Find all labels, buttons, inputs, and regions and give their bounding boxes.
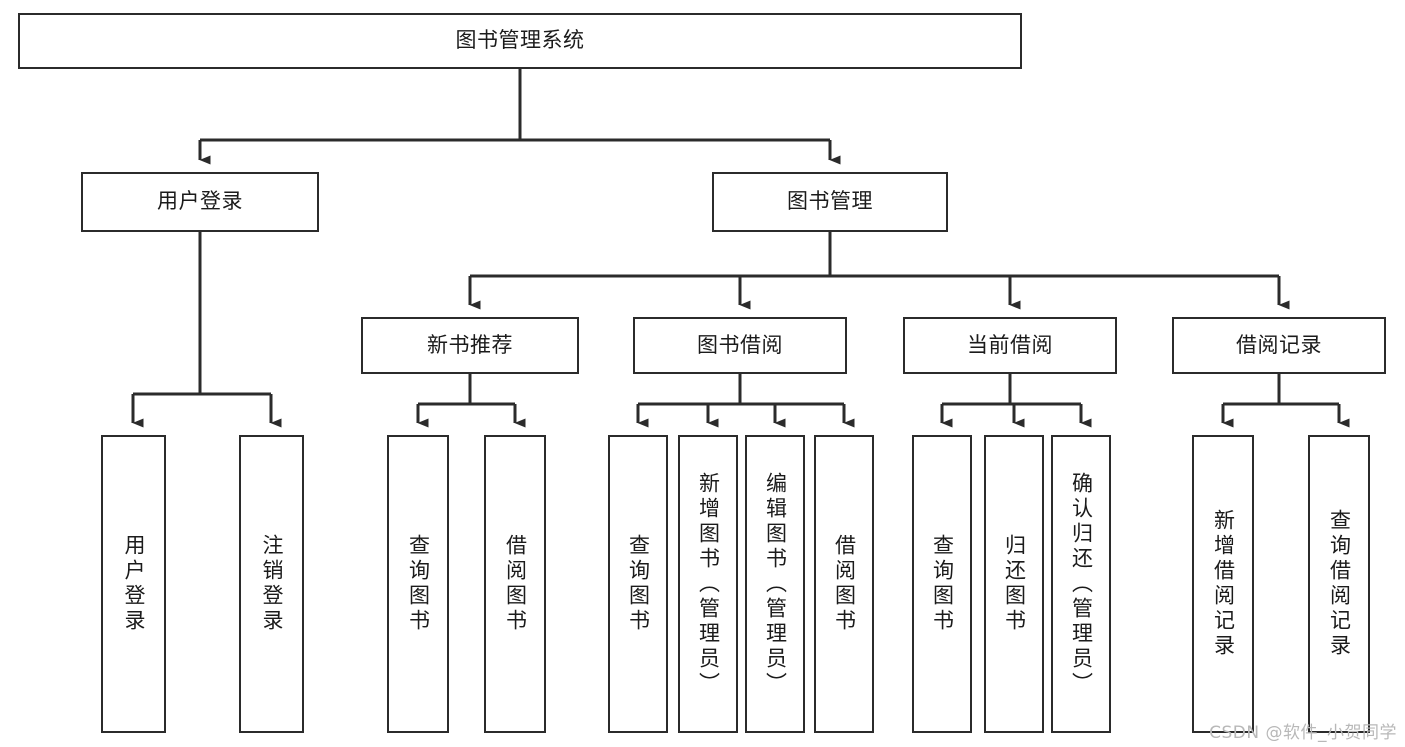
node-leaf-edit-book-label: 编辑图书（管理员）: [763, 471, 788, 697]
node-book-manage[interactable]: 图书管理: [712, 172, 948, 232]
node-leaf-user-login-label: 用户登录: [122, 534, 146, 634]
node-leaf-add-record-label: 新增借阅记录: [1211, 509, 1236, 659]
node-borrow-record-label: 借阅记录: [1236, 332, 1322, 357]
node-book-manage-label: 图书管理: [787, 189, 873, 214]
node-leaf-query-book-3[interactable]: 查询图书: [912, 435, 972, 733]
node-leaf-query-book-1[interactable]: 查询图书: [387, 435, 449, 733]
node-book-borrow-label: 图书借阅: [697, 332, 783, 357]
node-leaf-return-book-label: 归还图书: [1002, 534, 1027, 634]
node-book-borrow[interactable]: 图书借阅: [633, 317, 847, 374]
node-root-label: 图书管理系统: [455, 28, 585, 53]
node-user-login[interactable]: 用户登录: [81, 172, 319, 232]
node-leaf-logout-label: 注销登录: [260, 534, 284, 634]
node-leaf-query-book-2[interactable]: 查询图书: [608, 435, 668, 733]
node-leaf-user-login[interactable]: 用户登录: [101, 435, 166, 733]
node-leaf-edit-book[interactable]: 编辑图书（管理员）: [745, 435, 805, 733]
node-leaf-confirm-return[interactable]: 确认归还（管理员）: [1051, 435, 1111, 733]
node-leaf-add-book[interactable]: 新增图书（管理员）: [678, 435, 738, 733]
node-root[interactable]: 图书管理系统: [18, 13, 1022, 69]
csdn-watermark: CSDN @软件_小贺同学: [1209, 723, 1397, 743]
node-leaf-return-book[interactable]: 归还图书: [984, 435, 1044, 733]
node-leaf-add-book-label: 新增图书（管理员）: [696, 471, 721, 697]
node-leaf-logout[interactable]: 注销登录: [239, 435, 304, 733]
node-user-login-label: 用户登录: [157, 189, 243, 214]
node-leaf-borrow-book-2-label: 借阅图书: [832, 534, 857, 634]
node-current-borrow[interactable]: 当前借阅: [903, 317, 1117, 374]
node-leaf-borrow-book-1[interactable]: 借阅图书: [484, 435, 546, 733]
node-leaf-query-book-3-label: 查询图书: [930, 534, 955, 634]
node-borrow-record[interactable]: 借阅记录: [1172, 317, 1386, 374]
node-leaf-add-record[interactable]: 新增借阅记录: [1192, 435, 1254, 733]
node-leaf-query-record[interactable]: 查询借阅记录: [1308, 435, 1370, 733]
node-new-book-recommend[interactable]: 新书推荐: [361, 317, 579, 374]
node-current-borrow-label: 当前借阅: [967, 332, 1053, 357]
node-leaf-query-record-label: 查询借阅记录: [1327, 509, 1352, 659]
node-new-book-recommend-label: 新书推荐: [427, 332, 513, 357]
node-leaf-borrow-book-1-label: 借阅图书: [503, 534, 528, 634]
node-leaf-confirm-return-label: 确认归还（管理员）: [1069, 471, 1094, 697]
node-leaf-query-book-1-label: 查询图书: [406, 534, 431, 634]
node-leaf-borrow-book-2[interactable]: 借阅图书: [814, 435, 874, 733]
node-leaf-query-book-2-label: 查询图书: [626, 534, 651, 634]
